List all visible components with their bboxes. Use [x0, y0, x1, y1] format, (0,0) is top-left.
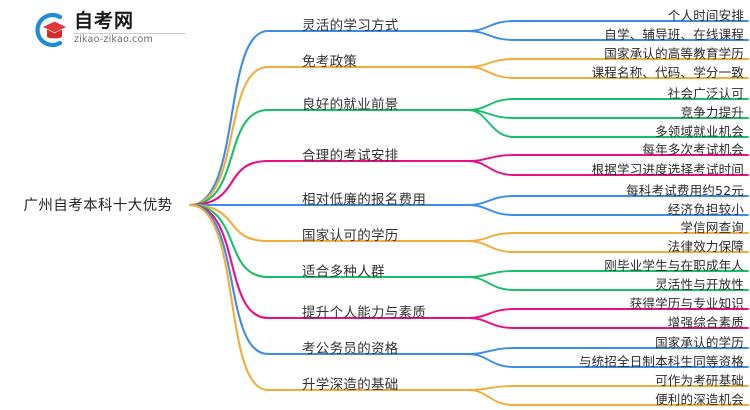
branch-node-8[interactable]: 提升个人能力与素质	[300, 301, 428, 322]
branch-label: 良好的就业前景	[302, 97, 399, 113]
leaf-label: 国家承认的学历	[655, 335, 744, 350]
branch-node-10[interactable]: 升学深造的基础	[300, 373, 401, 394]
leaf-node[interactable]: 与统招全日制本科生同等资格	[522, 351, 746, 371]
branch-label: 提升个人能力与素质	[302, 305, 427, 321]
leaf-label: 学信网查询	[680, 220, 744, 235]
branch-node-5[interactable]: 相对低廉的报名费用	[300, 188, 428, 209]
leaf-node[interactable]: 社会广泛认可	[522, 83, 746, 103]
leaf-node[interactable]: 学信网查询	[522, 217, 746, 237]
leaf-node[interactable]: 每科考试费用约52元	[522, 180, 746, 200]
leaf-node[interactable]: 经济负担较小	[522, 199, 746, 219]
leaf-label: 国家承认的高等教育学历	[604, 46, 744, 61]
leaf-label: 获得学历与专业知识	[629, 296, 744, 311]
leaf-label: 自学、辅导班、在线课程	[604, 27, 744, 42]
brand-name: 自考网	[74, 10, 135, 32]
leaf-node[interactable]: 国家承认的高等教育学历	[522, 43, 746, 63]
leaf-node[interactable]: 国家承认的学历	[522, 332, 746, 352]
leaf-label: 经济负担较小	[667, 202, 744, 217]
branch-label: 相对低廉的报名费用	[302, 192, 427, 208]
branch-label: 国家认可的学历	[302, 228, 399, 244]
leaf-node[interactable]: 每年多次考试机会	[522, 139, 746, 159]
leaf-node[interactable]: 个人时间安排	[522, 5, 746, 25]
leaf-label: 多领域就业机会	[655, 124, 744, 139]
leaf-node[interactable]: 多领域就业机会	[522, 121, 746, 141]
branch-node-6[interactable]: 国家认可的学历	[300, 224, 401, 245]
brand-url: zikao-zikao.com	[74, 34, 153, 45]
branch-label: 适合多种人群	[302, 264, 385, 280]
site-logo: 自考网 zikao-zikao.com	[30, 8, 190, 52]
branch-node-2[interactable]: 免考政策	[300, 50, 359, 71]
leaf-node[interactable]: 自学、辅导班、在线课程	[522, 24, 746, 44]
branch-node-3[interactable]: 良好的就业前景	[300, 93, 401, 114]
graduation-cap-icon	[30, 10, 70, 50]
leaf-node[interactable]: 刚毕业学生与在职成年人	[522, 255, 746, 275]
branch-label: 免考政策	[302, 54, 358, 70]
branch-node-4[interactable]: 合理的考试安排	[300, 144, 401, 165]
leaf-label: 刚毕业学生与在职成年人	[604, 258, 744, 273]
leaf-label: 社会广泛认可	[667, 86, 744, 101]
leaf-node[interactable]: 便利的深造机会	[522, 389, 746, 409]
leaf-label: 增强综合素质	[667, 315, 744, 330]
leaf-label: 根据学习进度选择考试时间	[591, 162, 744, 177]
leaf-node[interactable]: 课程名称、代码、学分一致	[522, 62, 746, 82]
branch-node-7[interactable]: 适合多种人群	[300, 260, 387, 281]
leaf-label: 便利的深造机会	[655, 392, 744, 407]
leaf-node[interactable]: 增强综合素质	[522, 312, 746, 332]
leaf-label: 每科考试费用约52元	[626, 183, 744, 198]
branch-node-1[interactable]: 灵活的学习方式	[300, 14, 401, 35]
branch-node-9[interactable]: 考公务员的资格	[300, 337, 401, 358]
leaf-label: 灵活性与开放性	[655, 277, 744, 292]
branch-label: 升学深造的基础	[302, 377, 399, 393]
root-node[interactable]: 广州自考本科十大优势	[23, 198, 173, 214]
leaf-label: 与统招全日制本科生同等资格	[578, 354, 744, 369]
leaf-label: 可作为考研基础	[655, 373, 744, 388]
leaf-node[interactable]: 可作为考研基础	[522, 370, 746, 390]
logo-divider	[74, 33, 186, 34]
leaf-node[interactable]: 根据学习进度选择考试时间	[522, 159, 746, 179]
leaf-node[interactable]: 法律效力保障	[522, 236, 746, 256]
branch-label: 合理的考试安排	[302, 148, 399, 164]
leaf-node[interactable]: 竞争力提升	[522, 102, 746, 122]
branch-label: 考公务员的资格	[302, 341, 399, 357]
leaf-label: 个人时间安排	[667, 8, 744, 23]
leaf-label: 每年多次考试机会	[642, 142, 744, 157]
leaf-node[interactable]: 灵活性与开放性	[522, 274, 746, 294]
leaf-label: 竞争力提升	[680, 105, 744, 120]
branch-label: 灵活的学习方式	[302, 18, 399, 34]
leaf-label: 课程名称、代码、学分一致	[591, 65, 744, 80]
leaf-label: 法律效力保障	[667, 239, 744, 254]
leaf-node[interactable]: 获得学历与专业知识	[522, 293, 746, 313]
